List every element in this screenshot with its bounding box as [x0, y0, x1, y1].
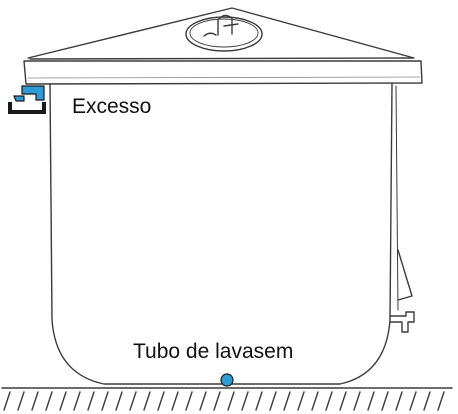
overflow-pipe-icon	[8, 85, 46, 114]
faucet-icon	[389, 249, 415, 333]
overflow-label: Excesso	[72, 95, 152, 118]
drain-plug-icon	[220, 373, 234, 387]
tank-lid	[23, 7, 423, 85]
ground-hatching	[1, 387, 453, 411]
drain-label: Tubo de lavasem	[133, 340, 294, 363]
lid-handle-icon	[185, 14, 263, 52]
tank-body	[49, 83, 399, 385]
